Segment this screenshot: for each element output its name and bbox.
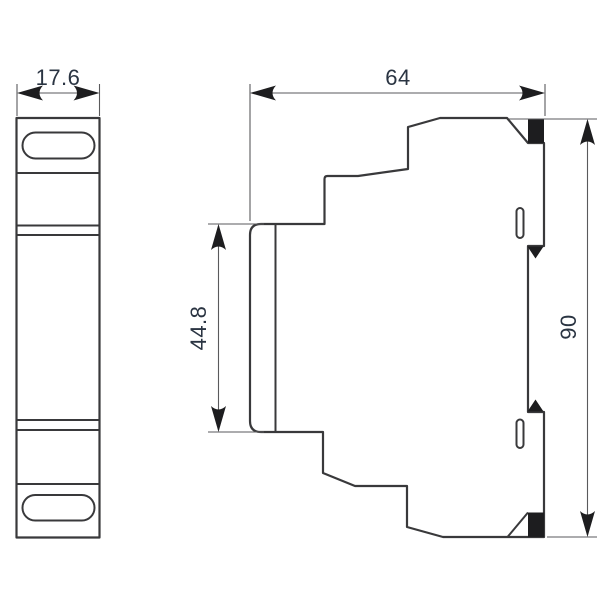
front-view: 17.6 — [15, 65, 101, 539]
front-slot-top — [21, 131, 96, 160]
front-slot-bottom — [21, 494, 96, 522]
dimension-label-side-depth: 64 — [385, 65, 410, 90]
rail-groove-wedge-bottom — [527, 399, 544, 412]
rail-clamp-bottom — [528, 512, 544, 537]
arrowhead-up-icon — [580, 119, 595, 145]
dimension-label-side-height: 90 — [556, 314, 581, 339]
bottom-chamfer-line — [506, 511, 529, 538]
side-view: 64 90 44.8 — [186, 65, 597, 539]
dimension-side-depth: 64 — [249, 65, 546, 221]
dimension-label-front-width: 17.6 — [36, 65, 81, 90]
arrowhead-up-icon — [211, 224, 226, 250]
dimension-terminal-height: 44.8 — [186, 223, 264, 433]
front-body-outline — [15, 116, 101, 539]
dimension-front-width: 17.6 — [16, 65, 101, 116]
mounting-face-slot-bottom — [515, 418, 525, 449]
dimension-side-height: 90 — [509, 118, 597, 538]
mounting-face-slot-top — [515, 207, 525, 239]
arrowhead-left-icon — [250, 85, 276, 101]
arrowhead-down-icon — [211, 406, 226, 432]
rail-groove-wedge-top — [527, 246, 544, 259]
rail-clamp-top — [528, 119, 544, 143]
arrowhead-left-icon — [17, 85, 43, 101]
arrowhead-right-icon — [519, 85, 545, 101]
arrowhead-right-icon — [73, 85, 100, 101]
arrowhead-down-icon — [580, 511, 595, 537]
dimension-label-terminal-height: 44.8 — [186, 306, 211, 351]
side-body-outline — [248, 116, 546, 539]
